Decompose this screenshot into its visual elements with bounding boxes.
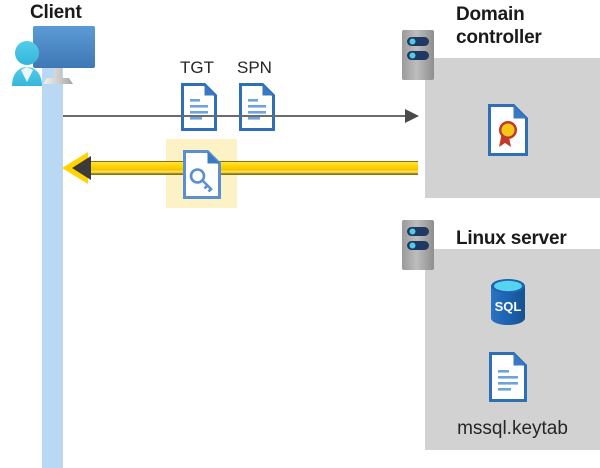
key-document-icon bbox=[183, 150, 221, 199]
linux-server-title: Linux server bbox=[456, 228, 567, 249]
keytab-document-icon bbox=[489, 352, 527, 402]
linux-server-icon bbox=[402, 220, 434, 270]
request-arrow-head bbox=[405, 109, 419, 123]
tgt-label: TGT bbox=[180, 58, 214, 77]
tgt-document-icon bbox=[181, 83, 217, 131]
client-title: Client bbox=[30, 2, 82, 23]
certificate-document-icon bbox=[488, 104, 528, 156]
sql-badge-text: SQL bbox=[495, 299, 522, 314]
domain-controller-server-icon bbox=[402, 30, 434, 80]
keytab-filename-label: mssql.keytab bbox=[457, 418, 568, 439]
response-arrow-head-inner bbox=[72, 156, 91, 180]
spn-label: SPN bbox=[237, 58, 272, 77]
sql-database-icon: SQL bbox=[487, 278, 529, 326]
domain-controller-title: Domain controller bbox=[456, 4, 542, 48]
spn-document-icon bbox=[239, 83, 275, 131]
client-workstation-icon bbox=[8, 24, 104, 96]
client-lifeline-bar bbox=[42, 62, 63, 468]
request-arrow-line bbox=[63, 115, 411, 117]
response-arrow-line bbox=[80, 161, 418, 175]
